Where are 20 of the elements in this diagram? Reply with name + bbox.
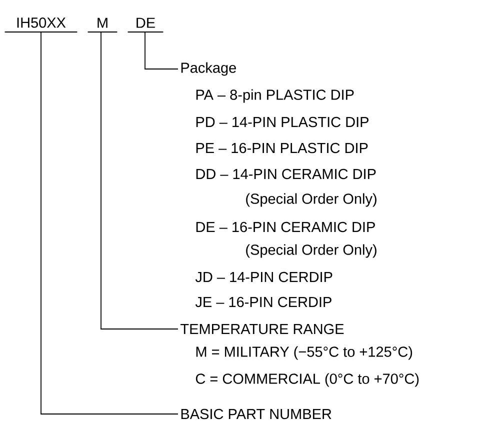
leader-line — [144, 32, 178, 70]
option-text: JE – 16-PIN CERDIP — [195, 296, 332, 308]
leader-line — [100, 32, 178, 330]
option-text: PE – 16-PIN PLASTIC DIP — [196, 142, 368, 154]
field-label: Package — [181, 62, 236, 76]
part-code-field: IH50XX — [4, 18, 78, 32]
field-label: TEMPERATURE RANGE — [180, 324, 344, 334]
part-code-field: M — [87, 18, 118, 32]
option-text: DE – 16-PIN CERAMIC DIP — [196, 222, 375, 232]
part-code-field: DE — [127, 18, 164, 32]
option-text: PA – 8-pin PLASTIC DIP — [196, 89, 354, 103]
option-text: M = MILITARY (−55°C to +125°C) — [196, 346, 412, 360]
leader-line — [40, 32, 178, 414]
field-label: BASIC PART NUMBER — [181, 408, 332, 420]
option-text: (Special Order Only) — [246, 193, 376, 207]
option-text: JD – 14-PIN CERDIP — [195, 272, 332, 282]
option-text: C = COMMERCIAL (0°C to +70°C) — [196, 373, 419, 387]
option-text: (Special Order Only) — [246, 244, 376, 258]
option-text: PD – 14-PIN PLASTIC DIP — [196, 116, 368, 128]
option-text: DD – 14-PIN CERAMIC DIP — [196, 168, 376, 180]
